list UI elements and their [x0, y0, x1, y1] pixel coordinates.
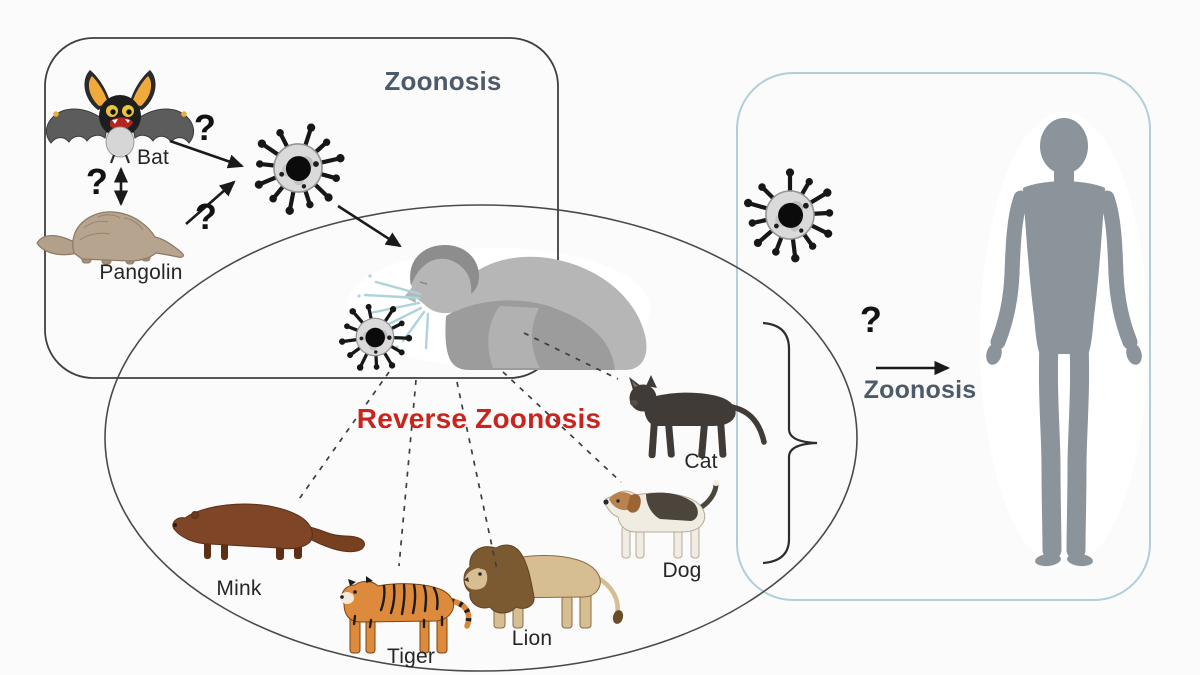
- tiger-label: Tiger: [386, 645, 436, 668]
- dashed-line-to-lion: [456, 381, 498, 571]
- mink-label: Mink: [216, 577, 262, 600]
- reverse-zoonosis-ellipse: [104, 204, 858, 672]
- cat-illustration: [629, 375, 767, 459]
- dashed-line-to-mink: [296, 371, 390, 503]
- question-mark-bat-pangolin: ?: [85, 161, 109, 202]
- pangolin-illustration: [36, 211, 184, 265]
- bat-label: Bat: [136, 146, 170, 169]
- solid-arrows: [113, 139, 951, 376]
- question-mark-animals-human: ?: [859, 299, 883, 340]
- reverse-zoonosis-dashed-lines: [296, 332, 622, 571]
- pangolin-label: Pangolin: [99, 261, 183, 284]
- cat-label: Cat: [684, 450, 718, 473]
- coronavirus-right-icon: [737, 161, 843, 270]
- right-zoonosis-box: [736, 72, 1151, 601]
- arrow-pangolin-to-virus: [185, 180, 236, 225]
- person-eye: [419, 281, 428, 285]
- arrow-virus-to-person: [337, 204, 402, 248]
- dashed-line-to-dog: [502, 371, 622, 483]
- lion-illustration: [463, 544, 624, 629]
- zoonosis-right-title: Zoonosis: [863, 376, 977, 404]
- curly-brace: [762, 321, 818, 565]
- zoonosis-left-title: Zoonosis: [384, 66, 502, 96]
- dog-illustration: [603, 480, 719, 559]
- dog-label: Dog: [662, 559, 702, 582]
- person-arm: [488, 306, 540, 368]
- lion-label: Lion: [511, 627, 553, 650]
- tiger-illustration: [340, 576, 472, 654]
- mink-illustration: [172, 503, 365, 560]
- bat-illustration: [45, 70, 195, 164]
- person-hair: [410, 244, 479, 294]
- question-mark-pangolin-virus: ?: [194, 196, 218, 237]
- reverse-zoonosis-title: Reverse Zoonosis: [356, 403, 602, 434]
- arrow-bat-to-virus: [169, 139, 244, 169]
- coughing-person-illustration: [404, 244, 647, 370]
- dashed-line-to-tiger: [398, 379, 417, 567]
- coronavirus-source-icon: [244, 113, 352, 224]
- left-zoonosis-box: [44, 37, 559, 379]
- question-mark-bat-virus: ?: [193, 107, 217, 148]
- human-silhouette-illustration: [986, 118, 1142, 567]
